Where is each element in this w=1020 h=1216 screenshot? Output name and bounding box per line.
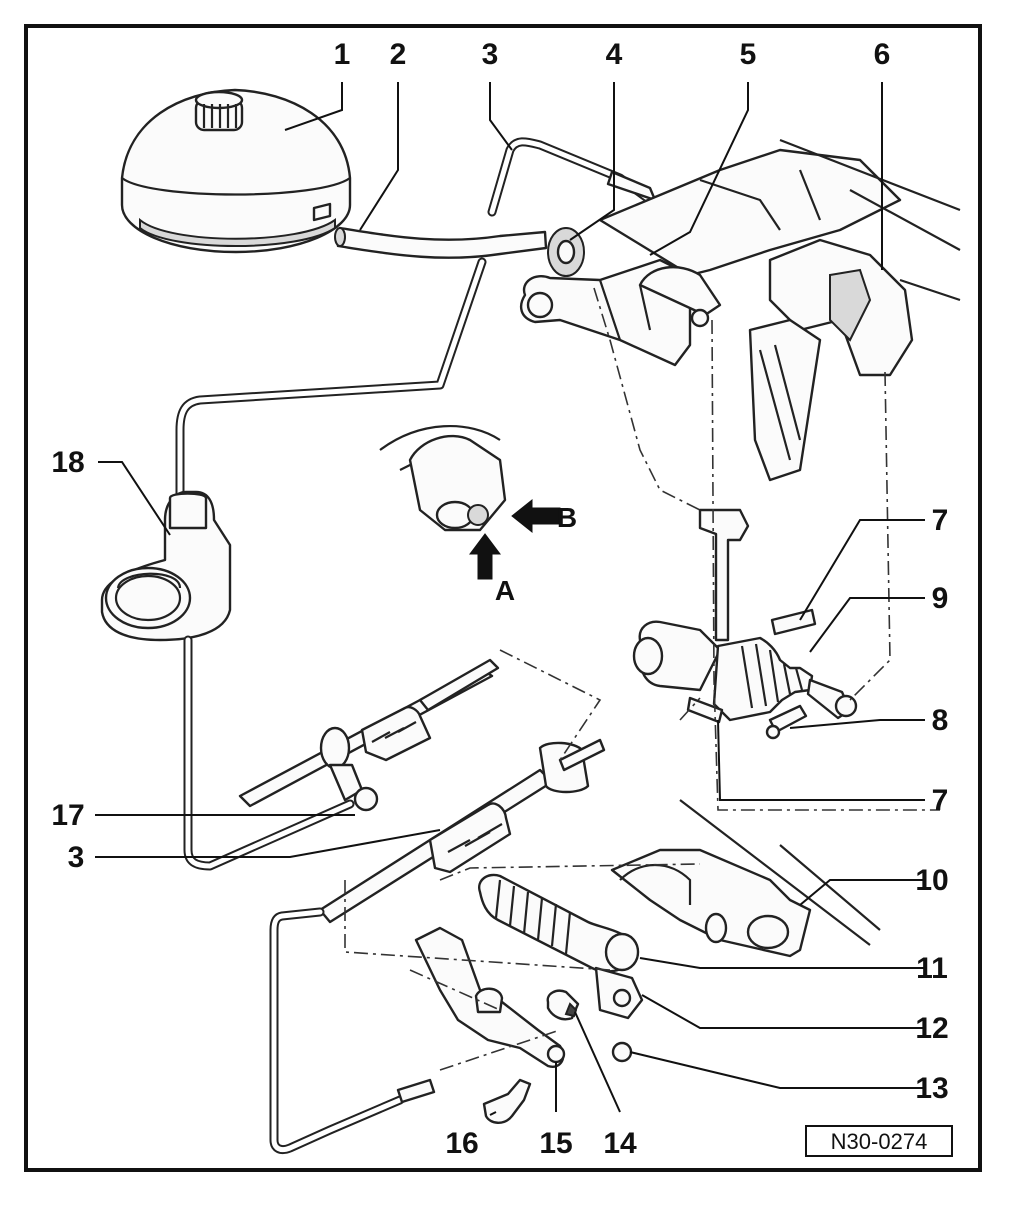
inset-detail (379, 425, 561, 580)
figure-reference-tag: N30-0274 (805, 1125, 953, 1157)
callout-4: 4 (606, 38, 623, 71)
master-cylinder (632, 508, 858, 740)
pedal-mount-body (748, 138, 961, 482)
callout-17: 17 (51, 799, 84, 832)
grommet (547, 227, 585, 277)
callout-2: 2 (390, 38, 407, 71)
callout-5: 5 (740, 38, 757, 71)
figure-frame (24, 24, 982, 1172)
callout-11: 11 (916, 952, 948, 985)
callout-3: 3 (482, 38, 499, 71)
slave-bracket (414, 926, 566, 1068)
callout-9: 9 (932, 582, 949, 615)
upper-hose-assembly (238, 658, 500, 812)
pressure-pipe-lower (269, 738, 606, 1155)
callout-labels: 1 2 3 4 5 6 7 9 8 7 18 17 3 10 11 12 13 … (51, 38, 948, 1160)
callout-15: 15 (539, 1127, 572, 1160)
callout-7-bottom: 7 (932, 784, 949, 817)
callout-7-top: 7 (932, 504, 949, 537)
assembly-lines (344, 287, 940, 1071)
callout-6: 6 (874, 38, 891, 71)
leader-lines (95, 82, 925, 1116)
inset-label-b: B (557, 502, 577, 533)
gearbox-housing (610, 799, 881, 958)
callout-14: 14 (603, 1127, 637, 1160)
slave-cylinder (478, 873, 644, 1020)
callout-13: 13 (915, 1072, 948, 1105)
feed-hose (334, 226, 548, 259)
callout-1: 1 (334, 38, 351, 71)
callout-3-lower: 3 (68, 841, 85, 874)
callout-12: 12 (915, 1012, 948, 1045)
figure-reference: N30-0274 (831, 1129, 928, 1154)
callout-8: 8 (932, 704, 949, 737)
inset-label-a: A (495, 575, 515, 606)
callout-10: 10 (915, 864, 948, 897)
callout-18: 18 (51, 446, 84, 479)
clutch-support (100, 490, 232, 642)
callout-16: 16 (445, 1127, 478, 1160)
small-parts (482, 989, 633, 1124)
pedal-bracket (519, 148, 902, 367)
fluid-reservoir (120, 88, 352, 254)
